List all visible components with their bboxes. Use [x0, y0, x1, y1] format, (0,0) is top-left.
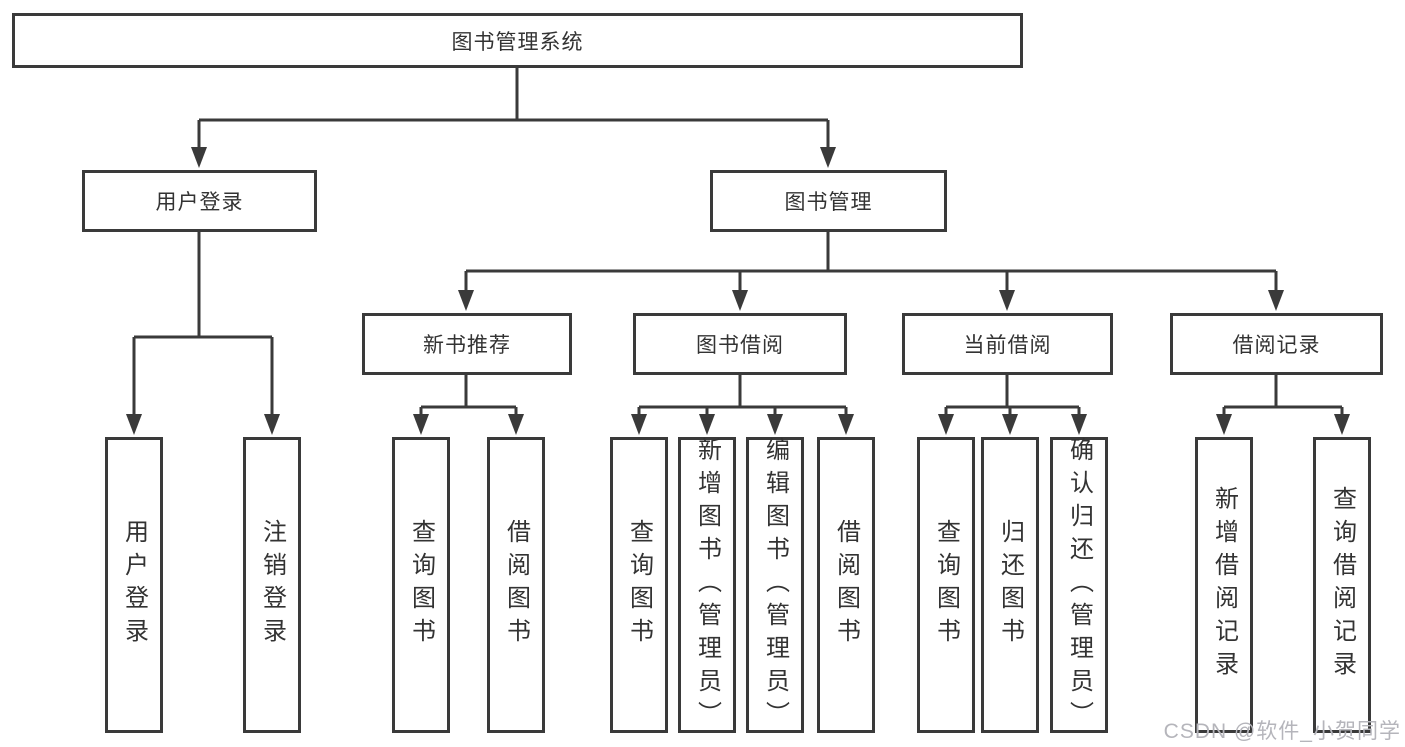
node-borrow-records-label: 借阅记录 — [1232, 334, 1321, 357]
leaf-query-books-current: 查询图书 — [917, 437, 975, 733]
leaf-query-books-recommend-label: 查询图书 — [407, 519, 435, 651]
leaf-query-books-borrow: 查询图书 — [610, 437, 668, 733]
leaf-borrow-books: 借阅图书 — [817, 437, 875, 733]
leaf-logout-label: 注销登录 — [258, 519, 286, 651]
leaf-borrow-books-label: 借阅图书 — [832, 519, 860, 651]
leaf-query-books-current-label: 查询图书 — [932, 519, 960, 651]
node-book-borrow: 图书借阅 — [633, 313, 847, 375]
node-user-login: 用户登录 — [82, 170, 317, 232]
node-book-borrow-label: 图书借阅 — [696, 334, 784, 357]
node-root-label: 图书管理系统 — [451, 30, 584, 54]
node-borrow-records: 借阅记录 — [1170, 313, 1383, 375]
leaf-return-books-label: 归还图书 — [996, 519, 1024, 651]
node-book-management: 图书管理 — [710, 170, 947, 232]
leaf-edit-books-admin-label: 编辑图书（管理员） — [761, 436, 789, 734]
node-new-book-recommend-label: 新书推荐 — [423, 334, 511, 357]
leaf-add-borrow-record-label: 新增借阅记录 — [1210, 486, 1238, 684]
leaf-query-books-borrow-label: 查询图书 — [625, 519, 653, 651]
leaf-query-borrow-record: 查询借阅记录 — [1313, 437, 1371, 733]
leaf-return-books: 归还图书 — [981, 437, 1039, 733]
node-current-borrow-label: 当前借阅 — [963, 334, 1052, 357]
node-book-management-label: 图书管理 — [784, 191, 873, 214]
node-new-book-recommend: 新书推荐 — [362, 313, 572, 375]
leaf-confirm-return-admin: 确认归还（管理员） — [1050, 436, 1108, 734]
leaf-confirm-return-admin-label: 确认归还（管理员） — [1065, 436, 1093, 734]
leaf-logout: 注销登录 — [243, 437, 301, 733]
leaf-add-books-admin-label: 新增图书（管理员） — [693, 436, 721, 734]
leaf-user-login: 用户登录 — [105, 437, 163, 733]
leaf-borrow-books-recommend-label: 借阅图书 — [502, 519, 530, 651]
leaf-add-borrow-record: 新增借阅记录 — [1195, 437, 1253, 733]
node-user-login-label: 用户登录 — [155, 191, 244, 214]
node-root-library-system: 图书管理系统 — [12, 13, 1023, 68]
leaf-query-books-recommend: 查询图书 — [392, 437, 450, 733]
leaf-user-login-label: 用户登录 — [120, 519, 148, 651]
leaf-borrow-books-recommend: 借阅图书 — [487, 437, 545, 733]
leaf-add-books-admin: 新增图书（管理员） — [678, 436, 736, 734]
node-current-borrow: 当前借阅 — [902, 313, 1113, 375]
leaf-edit-books-admin: 编辑图书（管理员） — [746, 436, 804, 734]
leaf-query-borrow-record-label: 查询借阅记录 — [1328, 486, 1356, 684]
csdn-watermark: CSDN @软件_小贺同学 — [1163, 720, 1401, 743]
